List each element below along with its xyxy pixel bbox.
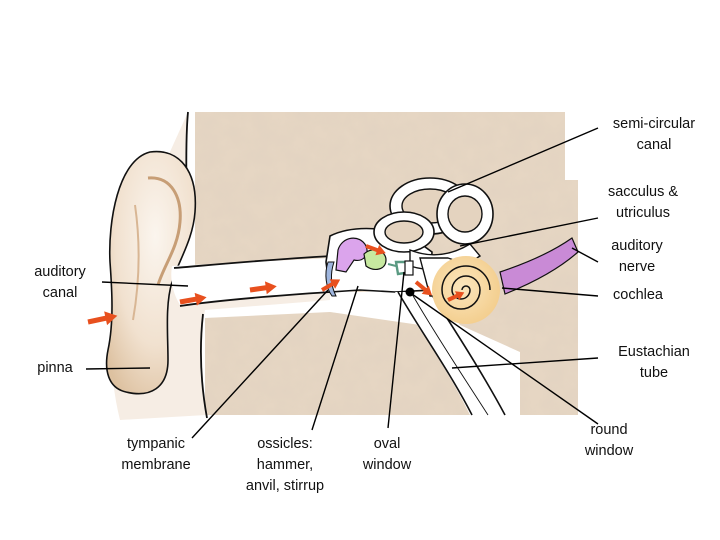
- label-line: utriculus: [616, 205, 670, 221]
- label-line: canal: [636, 137, 672, 153]
- oval-window: [404, 260, 414, 276]
- label-line: ossicles:: [257, 436, 313, 452]
- label-oval-window: oval window: [352, 434, 422, 476]
- pinna: [105, 150, 197, 395]
- leader-round-window: [411, 293, 599, 425]
- sound-arrow-icon: [321, 279, 341, 292]
- leader-eustachian-tube: [451, 357, 599, 369]
- sound-arrow-icon: [365, 244, 386, 256]
- leader-auditory-nerve: [571, 247, 599, 263]
- leader-ossicles: [311, 285, 359, 431]
- leader-semi-circular-canal: [447, 127, 599, 193]
- auditory-nerve: [499, 237, 579, 295]
- label-round-window: round window: [574, 420, 644, 462]
- label-eustachian-tube: Eustachian tube: [604, 342, 704, 384]
- sound-arrow-icon: [414, 280, 433, 296]
- label-line: anvil, stirrup: [245, 478, 325, 494]
- leader-auditory-canal: [101, 281, 189, 287]
- leader-cochlea: [501, 287, 599, 297]
- label-line: window: [362, 457, 412, 473]
- leader-lines: [85, 127, 599, 439]
- label-auditory-nerve: auditory nerve: [602, 236, 672, 278]
- label-line: oval: [373, 436, 401, 452]
- leader-pinna: [85, 367, 151, 370]
- label-cochlea: cochlea: [602, 285, 674, 306]
- leader-sacculus-utriculus: [459, 217, 599, 247]
- label-line: nerve: [618, 259, 656, 275]
- label-line: auditory: [611, 238, 663, 254]
- sound-arrow-icon: [179, 292, 207, 306]
- label-line: membrane: [121, 457, 191, 473]
- label-line: hammer,: [256, 457, 314, 473]
- label-line: auditory: [34, 264, 86, 280]
- semicircular-canals: [373, 177, 494, 271]
- label-tympanic-membrane: tympanic membrane: [108, 434, 204, 476]
- label-line: semi-circular: [612, 116, 696, 132]
- sound-arrow-icon: [447, 291, 465, 302]
- label-line: tube: [639, 365, 669, 381]
- label-line: canal: [42, 285, 78, 301]
- label-line: window: [584, 443, 634, 459]
- label-ossicles: ossicles: hammer, anvil, stirrup: [232, 434, 338, 497]
- leader-tympanic-membrane: [191, 289, 329, 439]
- cochlea: [432, 256, 500, 324]
- label-line: cochlea: [613, 287, 663, 303]
- label-line: tympanic: [126, 436, 186, 452]
- label-line: sacculus &: [607, 184, 679, 200]
- sound-arrows: [87, 244, 465, 326]
- label-line: pinna: [37, 360, 73, 376]
- sound-arrow-icon: [87, 311, 118, 326]
- leader-oval-window: [387, 271, 405, 429]
- label-line: round: [590, 422, 628, 438]
- label-semi-circular-canal: semi-circular canal: [598, 114, 710, 156]
- label-pinna: pinna: [30, 358, 80, 379]
- label-line: Eustachian: [618, 344, 690, 360]
- label-auditory-canal: auditory canal: [28, 262, 92, 304]
- auditory-canal-shape: [171, 255, 334, 307]
- sound-arrow-icon: [249, 281, 277, 295]
- label-sacculus-utriculus: sacculus & utriculus: [600, 182, 686, 224]
